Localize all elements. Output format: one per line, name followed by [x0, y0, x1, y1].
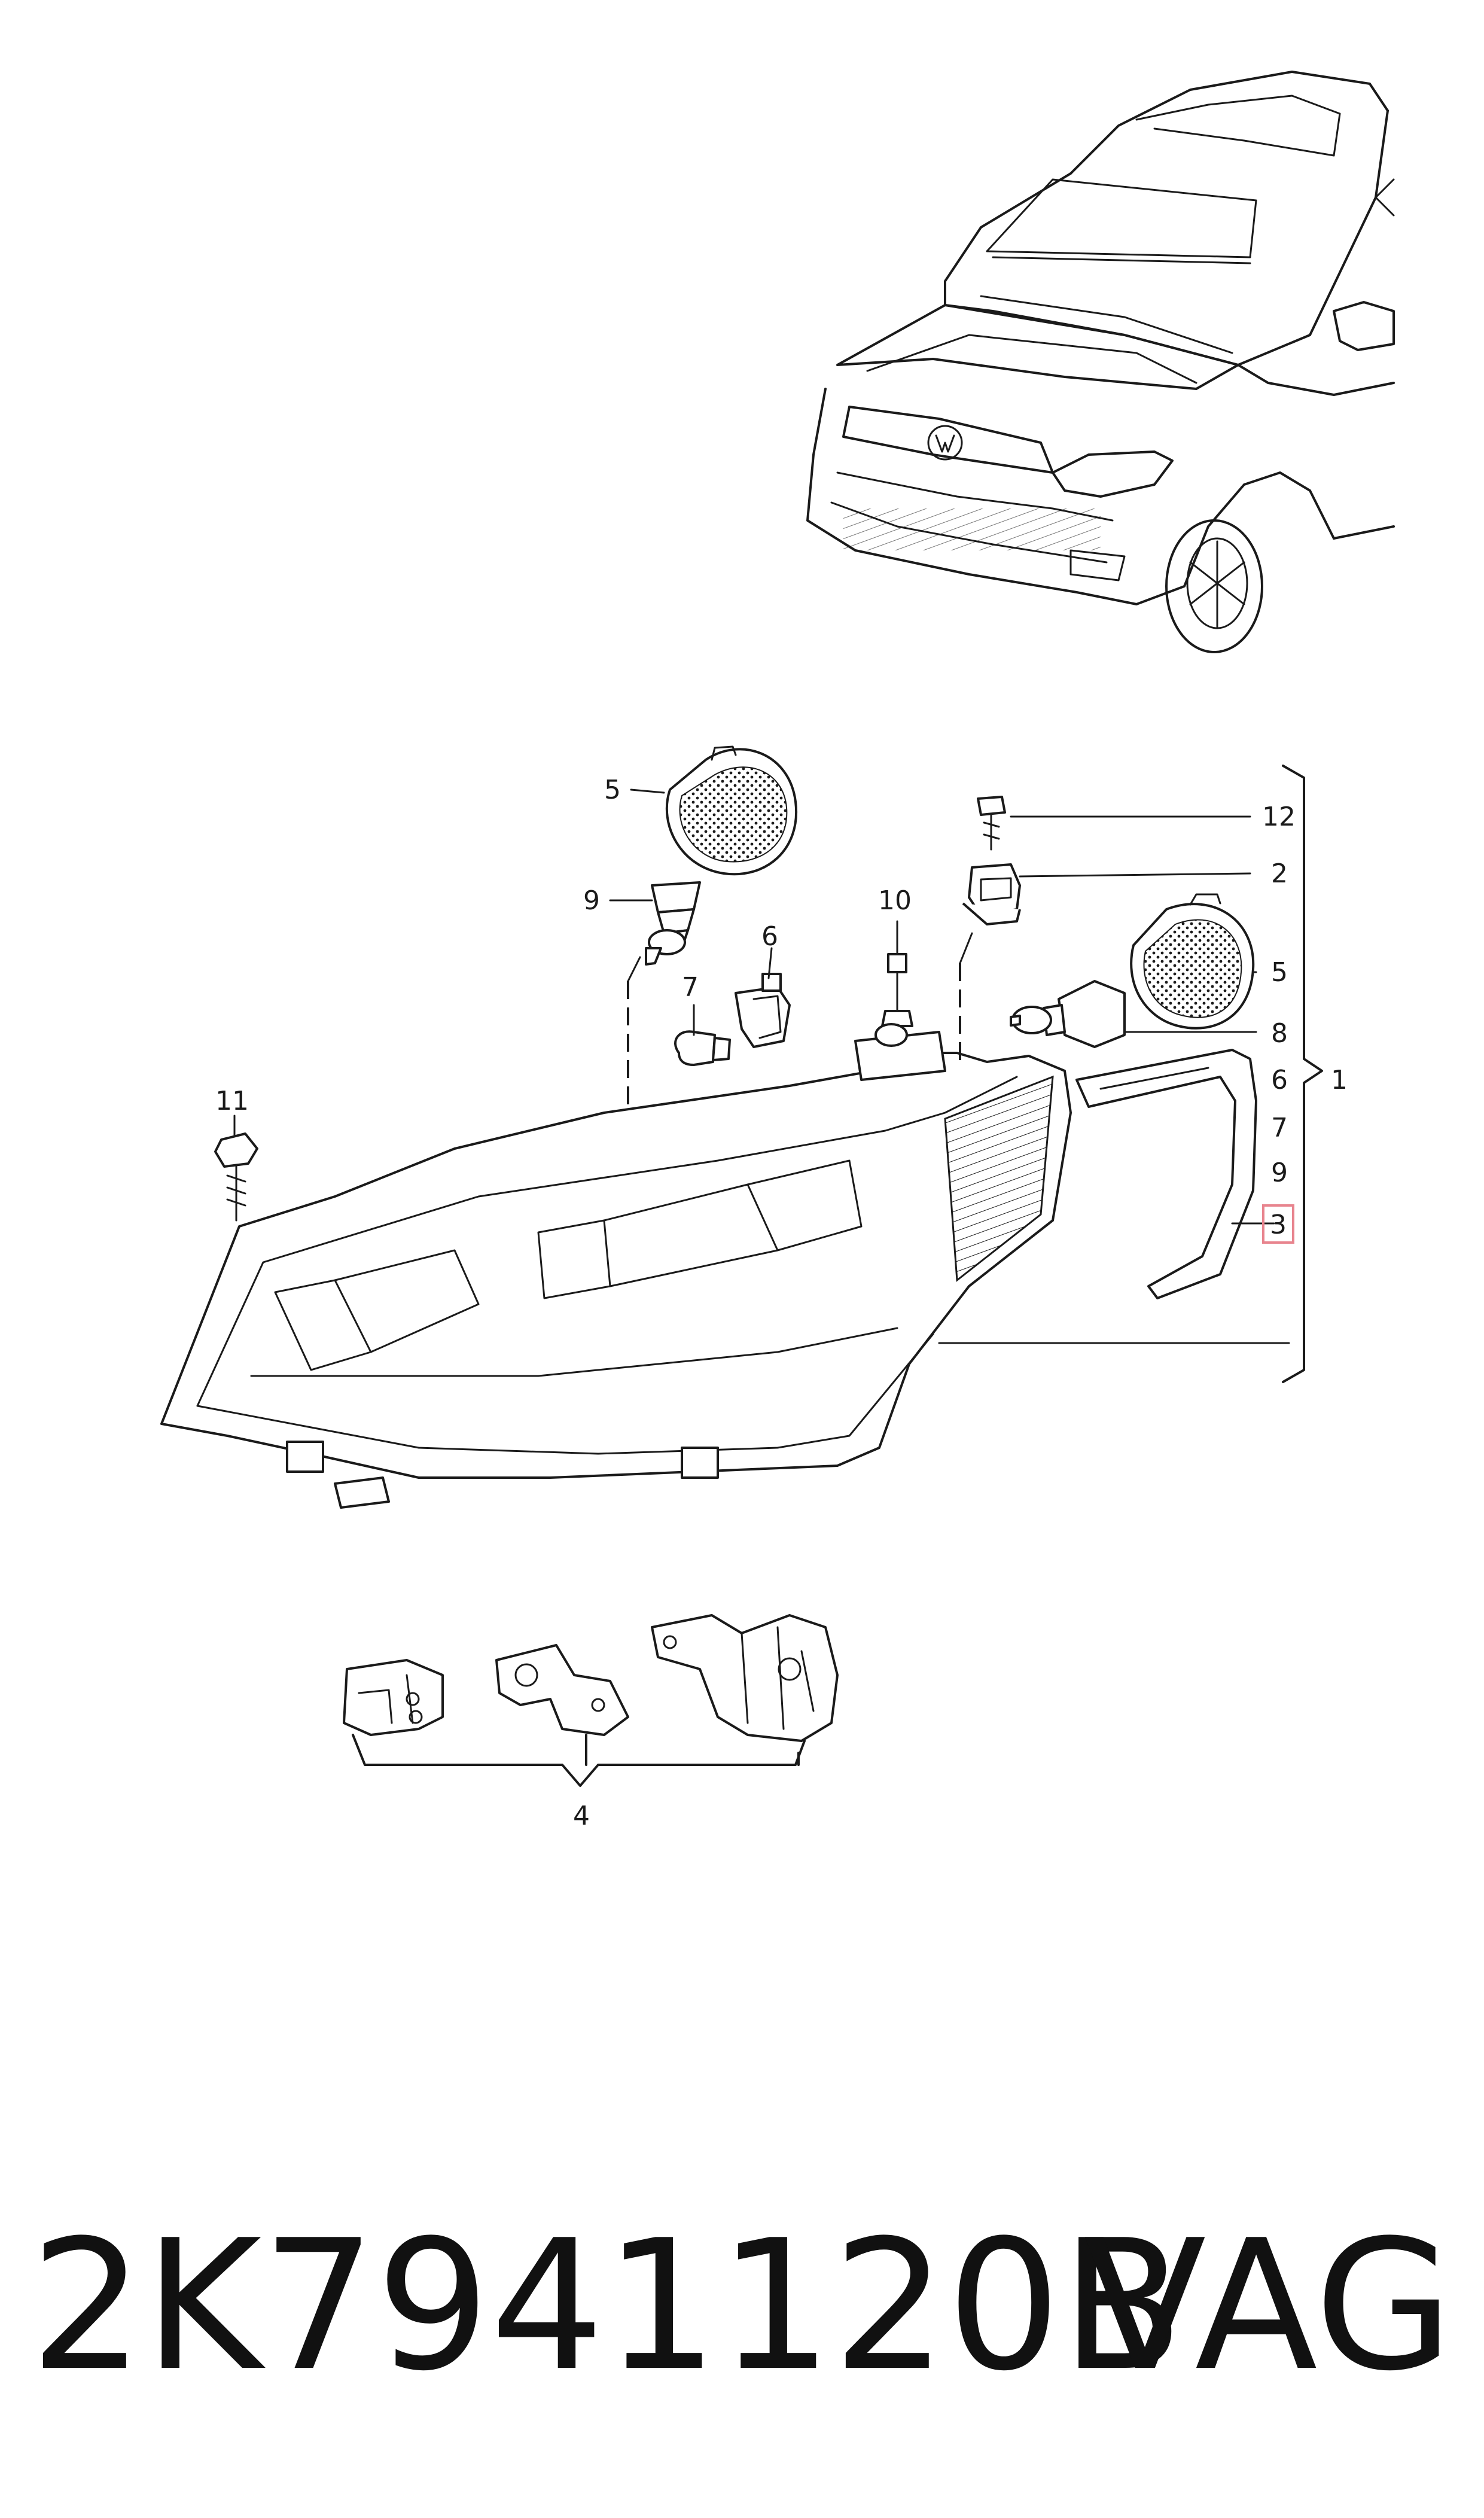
dust-cap-right [1130, 893, 1255, 1030]
callout-12: 12 [1262, 802, 1296, 832]
callout-1: 1 [1331, 1065, 1348, 1095]
vehicle-overview [806, 71, 1395, 653]
callout-6-right: 6 [1271, 1065, 1288, 1095]
repair-brackets-part-4 [343, 1614, 839, 1742]
bulb-part-7 [674, 1030, 731, 1066]
trim-strip-part-3 [1075, 1049, 1257, 1299]
brace-part-1 [1282, 765, 1323, 1383]
bulb-part-8 [1010, 980, 1126, 1048]
part-number: 2K7941120B [30, 2202, 1184, 2410]
callout-4: 4 [573, 1801, 590, 1831]
callout-6-upper: 6 [761, 921, 778, 952]
callout-8: 8 [1271, 1018, 1288, 1049]
bulb-holder-part-6 [735, 973, 791, 1048]
callout-3-highlight [1262, 1204, 1294, 1244]
brand-name: VAG [1083, 2202, 1453, 2410]
headlight-assembly [160, 1023, 1072, 1509]
dust-cap-upper [665, 745, 798, 876]
screw-part-10 [881, 953, 913, 1027]
callout-9-right: 9 [1271, 1158, 1288, 1188]
bracket-part-2 [962, 863, 1021, 925]
callout-5-right: 5 [1271, 957, 1288, 988]
callout-11: 11 [215, 1086, 249, 1116]
callout-5-upper: 5 [604, 775, 621, 805]
screw-part-11 [214, 1132, 258, 1222]
callout-3: 3 [1270, 1210, 1287, 1240]
callout-10: 10 [878, 885, 912, 916]
callout-7-right: 7 [1271, 1113, 1288, 1143]
leader-lines [233, 788, 1290, 1344]
footer: 2K7941120B VAG [30, 2208, 1453, 2405]
callout-7-upper: 7 [682, 972, 699, 1003]
bulb-part-9-upper [645, 881, 701, 966]
leader-part-4 [352, 1734, 806, 1787]
screw-part-12 [977, 796, 1006, 851]
callout-2: 2 [1271, 858, 1288, 889]
callout-9-upper: 9 [583, 885, 600, 916]
